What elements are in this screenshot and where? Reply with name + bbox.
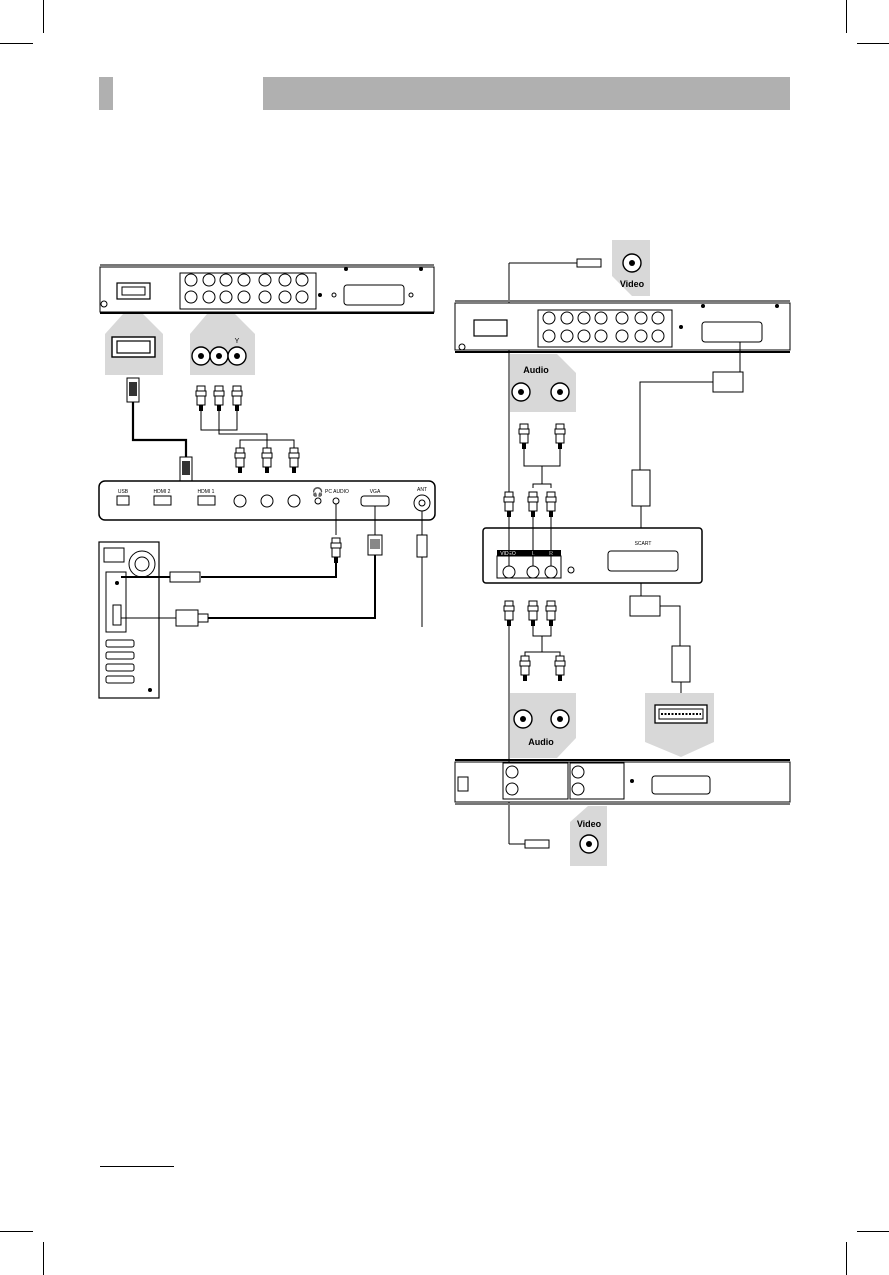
scart-plug-icon bbox=[631, 469, 651, 507]
footnote-rule bbox=[100, 1166, 174, 1167]
scart-plug-icon bbox=[671, 645, 691, 683]
tv-ant-label: ANT bbox=[417, 487, 427, 493]
headphone-icon: 🎧 bbox=[312, 486, 323, 497]
scart-plug-icon bbox=[712, 371, 744, 393]
header-bar bbox=[263, 77, 790, 110]
tv-hdmi1-label: HDMI 1 bbox=[198, 489, 215, 495]
scart-plug-icon bbox=[629, 595, 661, 617]
rca-plug-icon bbox=[169, 571, 201, 583]
tv-av-panel: VIDEO L R SCART bbox=[482, 527, 703, 584]
antenna-plug-icon bbox=[416, 534, 428, 558]
pc-tower bbox=[98, 541, 160, 699]
crop-mark bbox=[0, 1231, 33, 1232]
audio-label-bottom: Audio bbox=[528, 737, 554, 747]
vga-plug-icon bbox=[175, 609, 199, 627]
audio-callout-bottom bbox=[510, 693, 576, 758]
tv-video-label: VIDEO bbox=[500, 551, 516, 557]
crop-mark bbox=[857, 43, 889, 44]
video-label-bottom: Video bbox=[577, 819, 602, 829]
dvd-player-left bbox=[99, 264, 435, 314]
tv-usb-label: USB bbox=[118, 489, 129, 495]
tv-vga-label: VGA bbox=[370, 489, 381, 495]
tv-scart-label: SCART bbox=[635, 541, 652, 547]
tv-hdmi2-label: HDMI 2 bbox=[154, 489, 171, 495]
audio-label-top: Audio bbox=[523, 365, 549, 375]
crop-mark bbox=[846, 0, 847, 33]
dvd-player-right-top bbox=[454, 300, 791, 353]
crop-mark bbox=[857, 1231, 889, 1232]
crop-mark bbox=[846, 1242, 847, 1275]
tv-back-panel: USB HDMI 2 HDMI 1 🎧 PC AUDIO VGA ANT bbox=[98, 480, 436, 521]
crop-mark bbox=[0, 43, 33, 44]
tv-pc-audio-label: PC AUDIO bbox=[325, 489, 349, 495]
scart-callout bbox=[645, 693, 714, 757]
header-tab bbox=[99, 77, 113, 110]
crop-mark bbox=[43, 0, 44, 33]
crop-mark bbox=[43, 1242, 44, 1275]
rca-plug-icon bbox=[576, 258, 602, 268]
component-callout bbox=[190, 314, 255, 375]
video-label-top: Video bbox=[620, 279, 645, 289]
rca-plug-icon bbox=[524, 839, 550, 849]
dvd-player-right-bottom bbox=[454, 759, 791, 805]
component-y-label: Y bbox=[235, 338, 240, 345]
